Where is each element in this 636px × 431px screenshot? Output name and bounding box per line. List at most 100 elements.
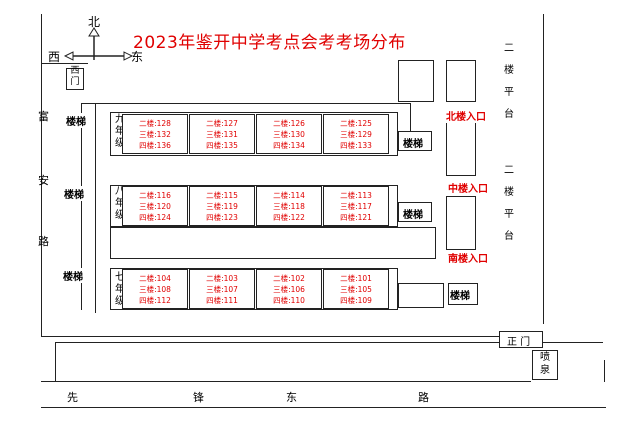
room-text: 四楼:111 bbox=[206, 296, 238, 305]
stairs-west-1: 楼梯 bbox=[66, 113, 86, 128]
room-text: 二楼:114 bbox=[273, 191, 305, 200]
room-text: 二楼:113 bbox=[340, 191, 372, 200]
corridor-top-line bbox=[81, 103, 411, 104]
stairs-east-2-box: 楼梯 bbox=[398, 202, 432, 222]
room-text: 二楼:101 bbox=[340, 274, 372, 283]
south-wall-line bbox=[41, 336, 499, 337]
room-text: 三楼:132 bbox=[139, 130, 171, 139]
south-entrance-label: 南楼入口 bbox=[448, 250, 488, 265]
room-block-9-4: 二楼:125 三楼:129 四楼:133 bbox=[323, 114, 389, 154]
room-text: 四楼:122 bbox=[273, 213, 305, 222]
grade-8-label: 八年级 bbox=[115, 186, 125, 221]
main-gate: 正 门 bbox=[499, 331, 543, 348]
compass-north-label: 北 bbox=[88, 15, 101, 29]
south-wing bbox=[398, 283, 444, 308]
room-text: 二楼:116 bbox=[139, 191, 171, 200]
room-text: 二楼:128 bbox=[139, 119, 171, 128]
room-text: 三楼:118 bbox=[273, 202, 305, 211]
room-block-7-4: 二楼:101 三楼:105 四楼:109 bbox=[323, 269, 389, 309]
bottom-road-char-2: 锋 bbox=[193, 391, 204, 404]
bottom-road-char-3: 东 bbox=[286, 391, 297, 404]
room-text: 四楼:110 bbox=[273, 296, 305, 305]
compass-east-label: 东 bbox=[131, 50, 144, 64]
room-block-7-1: 二楼:104 三楼:108 四楼:112 bbox=[122, 269, 188, 309]
room-text: 二楼:127 bbox=[206, 119, 238, 128]
room-text: 三楼:107 bbox=[206, 285, 238, 294]
bottom-road-char-4: 路 bbox=[418, 391, 429, 404]
west-corridor-line bbox=[81, 103, 82, 310]
platform-label-2: 二楼平台 bbox=[504, 165, 514, 242]
room-text: 二楼:103 bbox=[206, 274, 238, 283]
room-text: 四楼:112 bbox=[139, 296, 171, 305]
west-gate-wall bbox=[41, 63, 88, 64]
room-text: 三楼:117 bbox=[340, 202, 372, 211]
east-block-1 bbox=[398, 60, 434, 102]
room-block-8-1: 二楼:116 三楼:120 四楼:124 bbox=[122, 186, 188, 226]
main-gate-label: 正 门 bbox=[507, 337, 531, 348]
room-text: 四楼:123 bbox=[206, 213, 238, 222]
room-text: 二楼:115 bbox=[206, 191, 238, 200]
room-block-9-3: 二楼:126 三楼:130 四楼:134 bbox=[256, 114, 322, 154]
north-entrance-label: 北楼入口 bbox=[446, 108, 486, 123]
fountain-label: 喷泉 bbox=[540, 352, 550, 376]
compass-arrows-icon bbox=[64, 27, 134, 61]
middle-entrance-label: 中楼入口 bbox=[448, 180, 488, 195]
road-edge-line bbox=[55, 342, 603, 343]
west-corridor-inner-line bbox=[95, 103, 96, 313]
room-text: 三楼:130 bbox=[273, 130, 305, 139]
room-text: 三楼:108 bbox=[139, 285, 171, 294]
map-title: 2023年鉴开中学考点会考考场分布 bbox=[133, 33, 406, 53]
room-text: 四楼:121 bbox=[340, 213, 372, 222]
grade-9-label: 九年级 bbox=[115, 114, 125, 149]
bottom-road-char-1: 先 bbox=[67, 391, 78, 404]
west-gate-label: 西门 bbox=[70, 66, 80, 87]
stairs-east-1: 楼梯 bbox=[403, 135, 423, 150]
room-text: 三楼:131 bbox=[206, 130, 238, 139]
room-text: 四楼:136 bbox=[139, 141, 171, 150]
east-curb-line bbox=[604, 360, 605, 382]
room-block-9-2: 二楼:127 三楼:131 四楼:135 bbox=[189, 114, 255, 154]
stairs-west-2: 楼梯 bbox=[64, 186, 84, 201]
fountain: 喷泉 bbox=[532, 350, 558, 380]
room-block-7-2: 二楼:103 三楼:107 四楼:111 bbox=[189, 269, 255, 309]
stairs-east-3: 楼梯 bbox=[450, 287, 470, 302]
left-road-char-1: 富 bbox=[38, 110, 49, 123]
left-road-char-2: 安 bbox=[38, 174, 49, 187]
stairs-east-3-box: 楼梯 bbox=[448, 283, 478, 305]
grade-7-label: 七年级 bbox=[115, 272, 125, 307]
left-road-char-3: 路 bbox=[38, 235, 49, 248]
road-bottom-line bbox=[41, 381, 531, 382]
west-gate: 西门 bbox=[66, 66, 84, 90]
west-boundary-line bbox=[41, 14, 42, 336]
room-block-9-1: 二楼:128 三楼:132 四楼:136 bbox=[122, 114, 188, 154]
street-line bbox=[41, 407, 606, 408]
room-text: 三楼:106 bbox=[273, 285, 305, 294]
stairs-west-3: 楼梯 bbox=[63, 268, 83, 283]
room-block-8-4: 二楼:113 三楼:117 四楼:121 bbox=[323, 186, 389, 226]
platform-label-1: 二楼平台 bbox=[504, 43, 514, 120]
east-boundary-line bbox=[543, 14, 544, 324]
corridor-right-line bbox=[410, 103, 411, 133]
room-text: 四楼:135 bbox=[206, 141, 238, 150]
room-text: 二楼:104 bbox=[139, 274, 171, 283]
room-text: 二楼:102 bbox=[273, 274, 305, 283]
room-text: 三楼:119 bbox=[206, 202, 238, 211]
east-block-4 bbox=[446, 196, 476, 250]
room-text: 三楼:105 bbox=[340, 285, 372, 294]
room-text: 四楼:109 bbox=[340, 296, 372, 305]
room-block-8-3: 二楼:114 三楼:118 四楼:122 bbox=[256, 186, 322, 226]
room-block-7-3: 二楼:102 三楼:106 四楼:110 bbox=[256, 269, 322, 309]
room-text: 二楼:126 bbox=[273, 119, 305, 128]
room-text: 三楼:129 bbox=[340, 130, 372, 139]
room-text: 四楼:134 bbox=[273, 141, 305, 150]
road-edge-line-2 bbox=[55, 342, 56, 382]
east-block-2 bbox=[446, 60, 476, 102]
stairs-east-2: 楼梯 bbox=[403, 206, 423, 221]
room-block-8-2: 二楼:115 三楼:119 四楼:123 bbox=[189, 186, 255, 226]
room-text: 四楼:124 bbox=[139, 213, 171, 222]
compass-west-label: 西 bbox=[48, 50, 61, 64]
corridor-middle bbox=[110, 227, 436, 259]
stairs-east-1-box: 楼梯 bbox=[398, 131, 432, 151]
east-block-3 bbox=[446, 122, 476, 176]
room-text: 四楼:133 bbox=[340, 141, 372, 150]
